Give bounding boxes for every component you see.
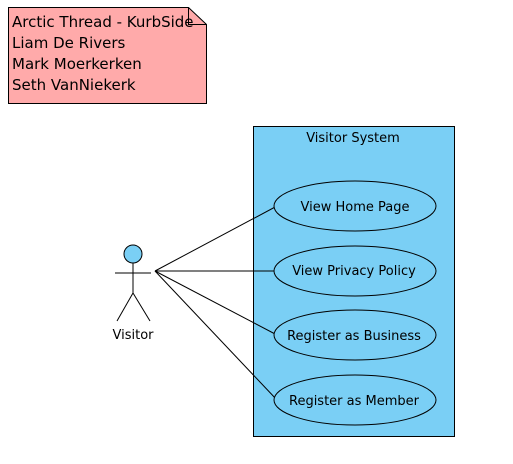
use-case-view-home-page: View Home Page xyxy=(273,180,437,232)
actor-right-leg xyxy=(132,292,151,322)
use-case-ellipse xyxy=(273,180,437,232)
use-case-ellipse xyxy=(273,245,437,297)
note-shape xyxy=(8,7,207,104)
use-case-ellipse xyxy=(273,309,437,361)
use-case-register-as-member: Register as Member xyxy=(273,374,437,426)
author-note: Arctic Thread - KurbSide Liam De Rivers … xyxy=(8,7,207,104)
actor-visitor: Visitor xyxy=(113,244,155,343)
association-view-home-page xyxy=(154,205,278,272)
association-register-as-member xyxy=(154,270,278,401)
use-case-label: View Privacy Policy xyxy=(292,264,416,279)
actor-head xyxy=(123,244,143,264)
actor-left-leg xyxy=(116,292,134,322)
use-case-label: Register as Member xyxy=(289,394,420,409)
use-case-label: Register as Business xyxy=(287,329,421,344)
note-line-title: Arctic Thread - KurbSide xyxy=(12,13,194,31)
use-case-label: View Home Page xyxy=(301,200,410,215)
use-case-ellipse xyxy=(273,374,437,426)
use-case-view-privacy-policy: View Privacy Policy xyxy=(273,245,437,297)
actor-label: Visitor xyxy=(113,328,155,343)
note-line-author-1: Liam De Rivers xyxy=(12,34,126,52)
system-title: Visitor System xyxy=(306,131,400,146)
note-fold xyxy=(188,7,207,25)
note-line-author-2: Mark Moerkerken xyxy=(12,55,142,73)
note-line-author-3: Seth VanNiekerk xyxy=(12,76,136,94)
use-case-register-as-business: Register as Business xyxy=(273,309,437,361)
association-register-as-business xyxy=(154,270,278,336)
associations xyxy=(154,205,278,401)
